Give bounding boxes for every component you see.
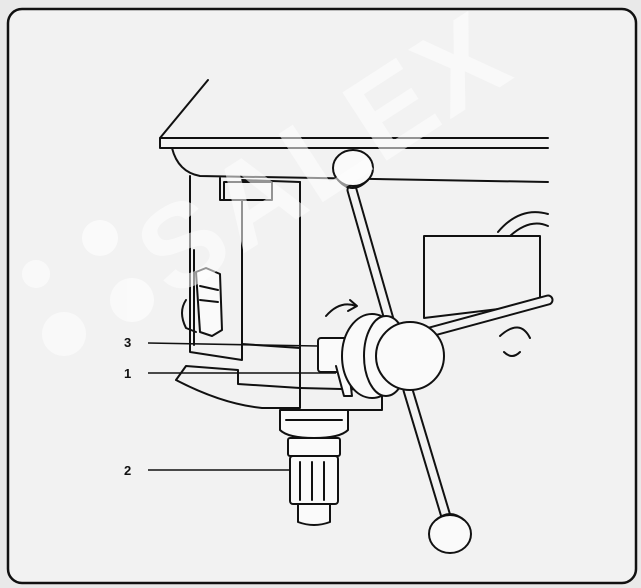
figure-frame	[6, 7, 638, 585]
upper-feed-handle	[348, 186, 396, 334]
head-base-casting	[175, 365, 301, 409]
motor-fitting	[499, 326, 531, 339]
motor-pulley-arc-2	[509, 222, 549, 237]
feed-hub-cap	[375, 321, 445, 391]
upper-handle-ball	[332, 149, 374, 187]
watermark-dot	[82, 220, 118, 256]
housing-slot	[223, 181, 273, 201]
switch-line-2	[199, 299, 219, 303]
switch-lever	[181, 299, 197, 333]
switch-line	[199, 285, 219, 291]
rotation-arrowhead	[347, 299, 358, 312]
motor-fitting-2	[503, 351, 521, 357]
chuck-upper	[287, 437, 341, 457]
watermark-dots	[22, 220, 154, 356]
rotation-arrow	[325, 303, 357, 317]
callout-1-label: 1	[124, 366, 131, 381]
head-top-rim	[159, 137, 549, 149]
watermark-dot	[42, 312, 86, 356]
motor-pulley-arc	[497, 211, 549, 233]
lower-feed-handle	[404, 386, 454, 534]
lower-ball-neck	[435, 513, 465, 521]
chuck-jaws	[297, 503, 331, 526]
watermark-dot	[110, 278, 154, 322]
drill-press-head	[159, 79, 554, 554]
upper-ball-neck	[337, 179, 369, 189]
callout-leaders	[147, 342, 336, 471]
right-feed-handle	[426, 296, 552, 336]
callout-2-label: 2	[124, 463, 131, 478]
spindle-collar	[279, 409, 349, 439]
callout-3-label: 3	[124, 335, 131, 350]
switch-housing	[189, 175, 243, 361]
callout-3-leader	[147, 342, 319, 347]
chuck-body	[289, 455, 339, 505]
head-top-underside	[171, 147, 549, 183]
watermark-dot	[22, 260, 50, 288]
